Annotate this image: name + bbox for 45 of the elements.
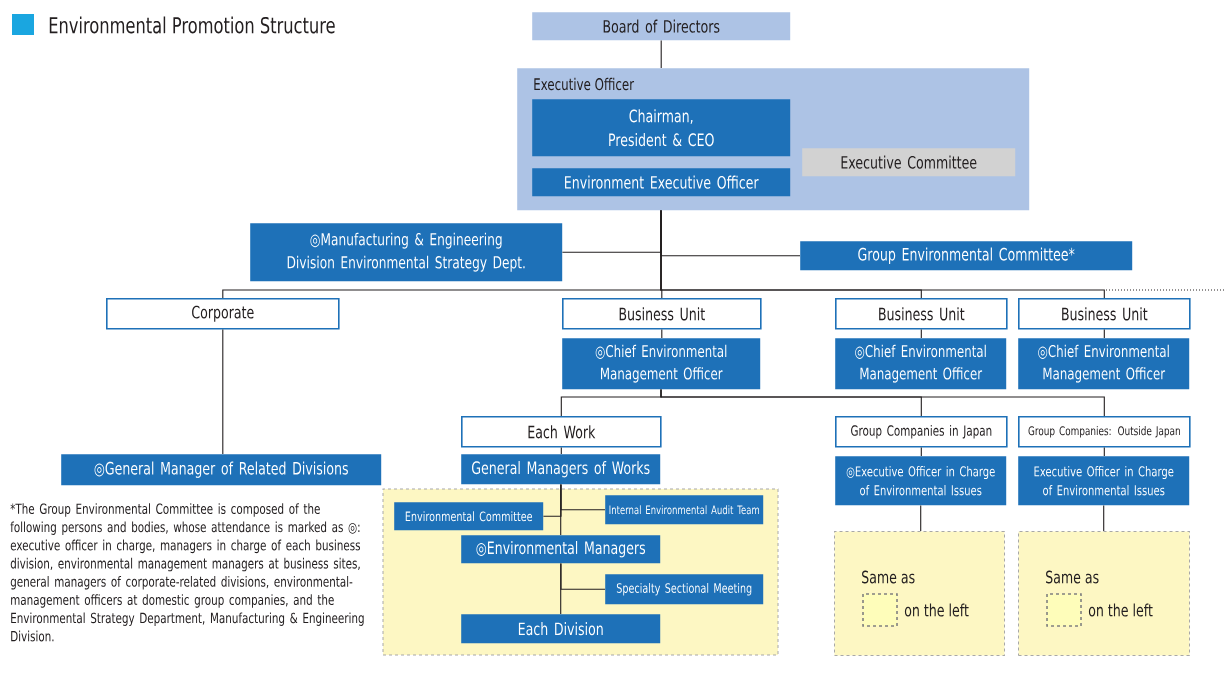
role-box: Internal Environmental Audit Team: [605, 495, 764, 525]
role-box: ◎Manufacturing & Engineering Division Environmental Strategy Dept.: [250, 223, 563, 282]
role-box: Specialty Sectional Meeting: [605, 574, 764, 605]
role-box: General Managers of Works: [461, 454, 661, 485]
same-as-box: Same as on the left: [834, 531, 1005, 656]
connector-line: [660, 39, 662, 69]
role-box: ◎Chief Environmental Management Officer: [835, 338, 1007, 390]
role-box: Group Environmental Committee*: [800, 241, 1133, 271]
connector-line: [920, 447, 922, 457]
connector-line: [560, 483, 562, 536]
committee-box: Executive Committee: [802, 148, 1016, 177]
role-box: ◎Environmental Managers: [461, 535, 661, 564]
role-box: Chairman, President & CEO: [532, 99, 791, 157]
unit-box: Business Unit: [835, 298, 1008, 330]
role-box: Each Division: [461, 614, 661, 644]
role-box: ◎Executive Officer in Charge of Environmental Issues: [835, 456, 1007, 506]
connector-line: [1103, 504, 1105, 532]
role-box: Environment Executive Officer: [532, 168, 791, 197]
unit-box: Each Work: [461, 416, 662, 448]
connector-line: [560, 447, 562, 455]
connector-line: [560, 562, 606, 590]
role-box: ◎General Manager of Related Divisions: [61, 454, 382, 486]
connector-line: [1103, 329, 1105, 339]
connector-line: [661, 329, 663, 339]
unit-box: Business Unit: [562, 298, 762, 330]
same-as-box: Same as on the left: [1018, 531, 1190, 656]
footnote: *The Group Environmental Committee is composed of the following persons and bodies, whose attendance is marked as ◎: executive officer in charge, managers in charge of each business division, environmental management managers at business sites, general managers of corporate-related divisions, environmental-management officers at domestic group companies, and the Environmental Strategy Department, Manufacturing & Engineering Division.: [10, 503, 364, 642]
role-box: ◎Chief Environmental Management Officer: [562, 338, 761, 390]
connector-line: [560, 483, 606, 511]
unit-box: Corporate: [106, 298, 340, 330]
connector-line: [660, 209, 1105, 299]
connector-line: [1103, 447, 1105, 457]
connector-line: [920, 329, 922, 339]
connector-line: [660, 388, 1105, 417]
connector-line: [560, 562, 562, 615]
title: Environmental Promotion Structure: [49, 16, 335, 34]
unit-box: Group Companies in Japan: [835, 416, 1008, 448]
unit-box: Group Companies: Outside Japan: [1018, 416, 1191, 448]
role-box: Environmental Committee: [394, 502, 544, 531]
role-box: ◎Chief Environmental Management Officer: [1018, 338, 1190, 390]
unit-box: Business Unit: [1018, 298, 1191, 330]
board-box: Board of Directors: [532, 12, 791, 41]
connector-line: [920, 504, 922, 532]
role-box: Executive Officer in Charge of Environmental Issues: [1018, 456, 1190, 506]
connector-line: [222, 329, 224, 455]
